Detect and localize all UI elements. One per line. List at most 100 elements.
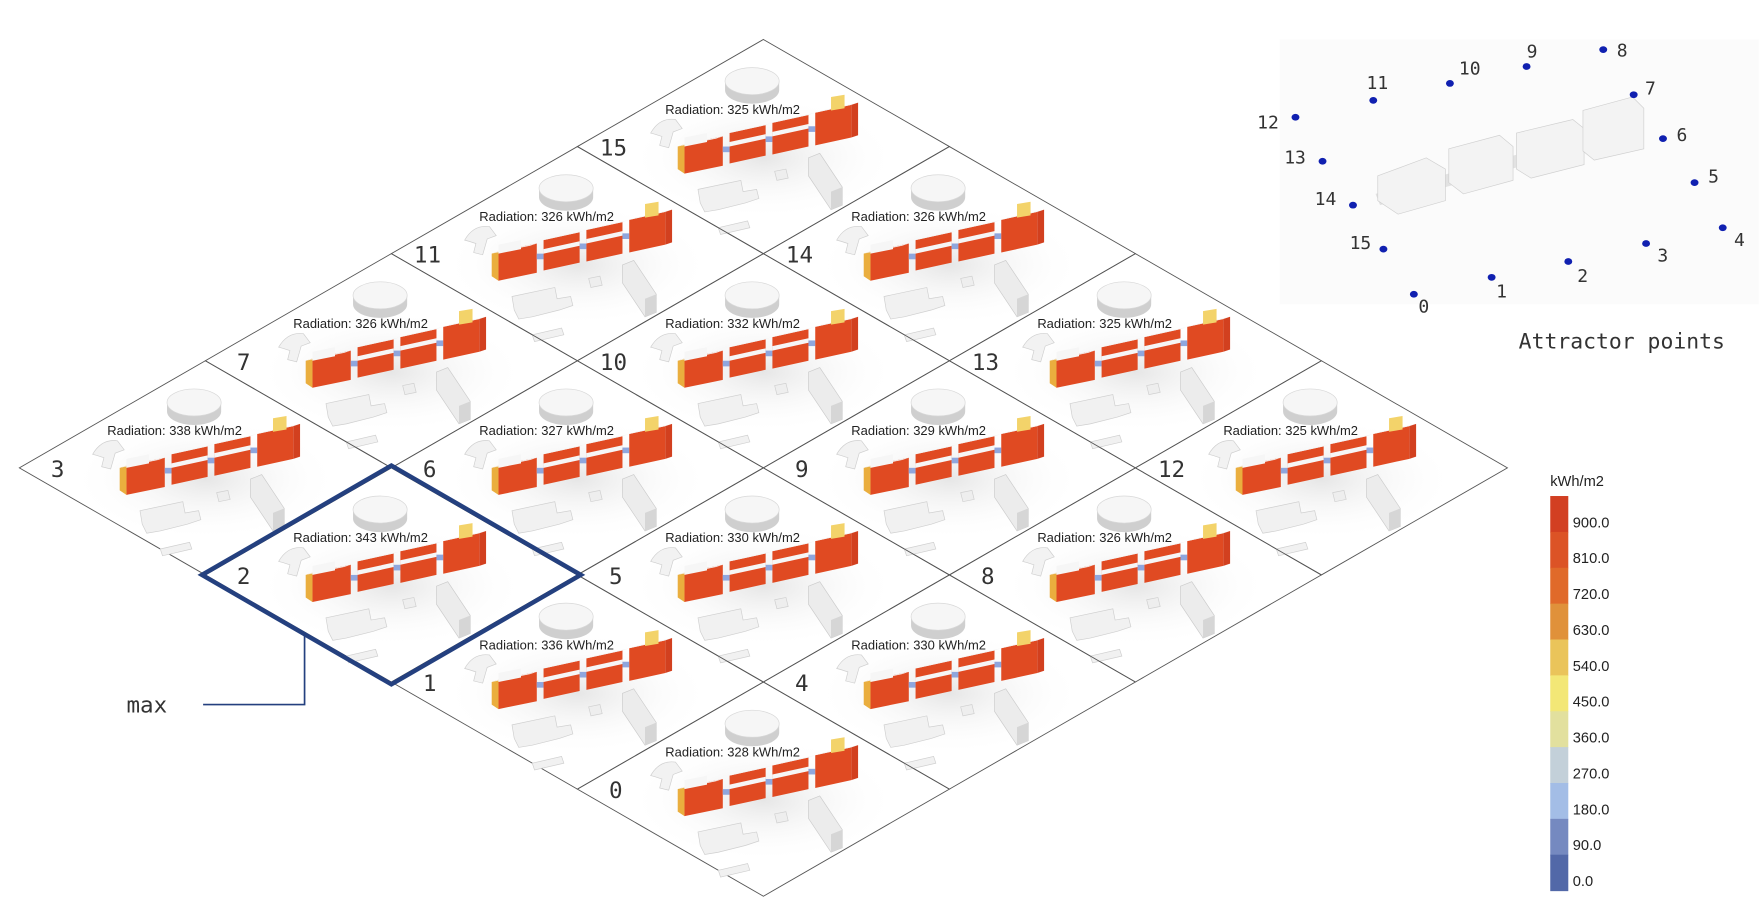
attractor-dot (1718, 224, 1727, 232)
radiation-label: Radiation: 336 kWh/m2 (479, 637, 614, 652)
radiation-label: Radiation: 326 kWh/m2 (479, 209, 614, 224)
attractor-label: 5 (1708, 167, 1719, 188)
legend-tick-label: 630.0 (1573, 623, 1610, 639)
radiation-label: Radiation: 327 kWh/m2 (479, 423, 614, 438)
radiation-label: Radiation: 330 kWh/m2 (851, 637, 986, 652)
cell-number: 9 (795, 457, 809, 483)
radiation-label: Radiation: 328 kWh/m2 (665, 744, 800, 759)
attractor-dot (1690, 179, 1699, 187)
cell-number: 2 (237, 564, 251, 590)
attractor-label: 14 (1315, 189, 1337, 210)
attractor-title: Attractor points (1519, 329, 1725, 354)
radiation-label: Radiation: 325 kWh/m2 (1223, 423, 1358, 438)
attractor-label: 12 (1257, 113, 1279, 134)
cell-number: 11 (414, 243, 441, 269)
legend-tick-label: 360.0 (1573, 731, 1610, 747)
attractor-point-0: 0 (1409, 290, 1429, 317)
attractor-label: 0 (1418, 296, 1429, 317)
attractor-label: 9 (1527, 41, 1538, 62)
cell-number: 8 (981, 564, 995, 590)
cell-number: 6 (423, 457, 437, 483)
attractor-dot (1642, 240, 1651, 247)
legend-band (1550, 567, 1569, 605)
cell-number: 5 (609, 564, 623, 590)
attractor-dot (1318, 157, 1327, 165)
attractor-point-5: 5 (1690, 167, 1719, 188)
radiation-label: Radiation: 343 kWh/m2 (293, 530, 428, 545)
attractor-dot (1522, 63, 1531, 70)
attractor-label: 3 (1657, 246, 1668, 267)
attractor-point-3: 3 (1642, 240, 1668, 267)
attractor-dot (1599, 46, 1608, 53)
cell-number: 4 (795, 671, 809, 697)
attractor-label: 11 (1367, 73, 1389, 94)
attractor-point-15: 15 (1350, 233, 1388, 254)
attractor-building-bar (1375, 96, 1645, 215)
legend-band (1550, 603, 1569, 641)
attractor-dot (1564, 258, 1573, 265)
max-leader-line (203, 634, 306, 706)
color-legend: kWh/m2 900.0810.0720.0630.0540.0450.0360… (1550, 474, 1610, 892)
legend-tick-label: 90.0 (1573, 838, 1602, 854)
legend-band (1550, 711, 1569, 748)
attractor-point-7: 7 (1629, 79, 1656, 100)
cell-number: 7 (237, 350, 251, 376)
attractor-label: 1 (1496, 282, 1507, 303)
radiation-label: Radiation: 332 kWh/m2 (665, 316, 800, 331)
legend-band (1550, 531, 1569, 569)
legend-band (1550, 639, 1569, 676)
legend-band (1550, 818, 1569, 856)
max-highlight-frame (197, 462, 586, 687)
radiation-label: Radiation: 326 kWh/m2 (851, 209, 986, 224)
legend-tick-label: 810.0 (1573, 551, 1610, 567)
radiation-label: Radiation: 338 kWh/m2 (107, 423, 242, 438)
cell-outline (576, 681, 951, 897)
cell-number: 10 (600, 350, 627, 376)
site-cell-0: Radiation: 328 kWh/m20 (576, 681, 951, 897)
legend-tick-label: 0.0 (1573, 874, 1593, 890)
legend-band (1550, 747, 1569, 784)
attractor-dot (1629, 91, 1638, 99)
attractor-point-14: 14 (1315, 189, 1357, 210)
attractor-label: 10 (1459, 58, 1481, 79)
radiation-label: Radiation: 325 kWh/m2 (1037, 316, 1172, 331)
legend-unit: kWh/m2 (1550, 474, 1604, 490)
attractor-point-2: 2 (1564, 258, 1588, 287)
attractor-point-1: 1 (1487, 273, 1507, 303)
radiation-label: Radiation: 326 kWh/m2 (293, 316, 428, 331)
cell-number: 12 (1158, 457, 1185, 483)
attractor-point-12: 12 (1257, 113, 1300, 134)
attractor-dot (1487, 273, 1496, 281)
attractor-dot (1659, 135, 1667, 143)
radiation-label: Radiation: 330 kWh/m2 (665, 530, 800, 545)
legend-band (1550, 496, 1569, 533)
legend-band (1550, 675, 1569, 712)
attractor-point-8: 8 (1599, 40, 1628, 61)
cell-number: 14 (786, 243, 813, 269)
attractor-label: 6 (1677, 125, 1688, 146)
attractor-label: 7 (1645, 79, 1656, 100)
attractor-dot (1291, 113, 1300, 121)
attractor-label: 13 (1284, 147, 1306, 168)
cell-number: 15 (600, 136, 627, 162)
legend-tick-label: 270.0 (1573, 766, 1610, 782)
attractor-dot (1379, 245, 1388, 253)
radiation-label: Radiation: 325 kWh/m2 (665, 102, 800, 117)
attractor-label: 8 (1617, 40, 1628, 61)
radiation-label: Radiation: 326 kWh/m2 (1037, 530, 1172, 545)
attractor-point-13: 13 (1284, 147, 1327, 168)
cell-number: 1 (423, 671, 437, 697)
attractor-dot (1445, 80, 1454, 87)
attractor-dot (1349, 201, 1357, 209)
max-label: max (126, 692, 167, 718)
legend-tick-label: 180.0 (1573, 802, 1610, 818)
cell-number: 13 (972, 350, 999, 376)
legend-tick-label: 540.0 (1573, 659, 1610, 675)
legend-band (1550, 854, 1569, 892)
radiation-label: Radiation: 329 kWh/m2 (851, 423, 986, 438)
attractor-dot (1409, 290, 1418, 298)
legend-tick-label: 450.0 (1573, 695, 1610, 711)
